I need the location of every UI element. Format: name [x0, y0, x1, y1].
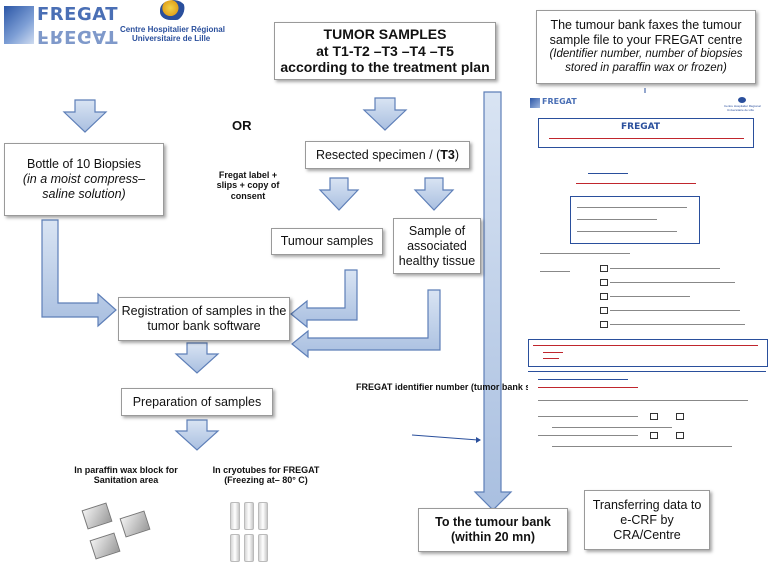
bottle-title: Bottle of 10 Biopsies [27, 157, 141, 171]
to-bank-line-1: To the tumour bank [435, 515, 551, 529]
registration-line-2: tumor bank software [147, 319, 261, 333]
arrow-down-healthy [413, 177, 455, 211]
healthy-line-3: healthy tissue [398, 253, 476, 268]
cryotubes-line-2: (Freezing at– 80° C) [224, 475, 308, 486]
registration-box: Registration of samples in the tumor ban… [118, 297, 290, 341]
cryotubes-note: In cryotubes for FREGAT (Freezing at– 80… [204, 465, 328, 486]
fregat-logo: FREGAT FREGAT [0, 2, 118, 48]
arrow-tumour-to-registration [290, 269, 358, 329]
fregat-logo-reflection: FREGAT [37, 26, 119, 47]
paraffin-note: In paraffin wax block for Sanitation are… [62, 465, 190, 486]
arrow-to-tumour-bank [473, 91, 513, 511]
bottle-box: Bottle of 10 Biopsies (in a moist compre… [4, 143, 164, 216]
arrow-down-resected [362, 97, 408, 131]
chu-logo-text-2: Universitaire de Lille [132, 34, 211, 43]
cryotubes-line-1: In cryotubes for FREGAT [212, 465, 320, 475]
label-note-3: consent [230, 190, 266, 201]
preparation-box: Preparation of samples [121, 388, 273, 416]
resected-specimen-box: Resected specimen / (T3) [305, 141, 470, 169]
tumour-samples-box: Tumour samples [271, 228, 383, 255]
arrow-identifier-to-bank [411, 434, 479, 441]
arrow-down-bottle [62, 99, 108, 133]
arrow-bottle-to-registration [41, 219, 117, 328]
paraffin-line-2: Sanitation area [93, 475, 159, 486]
chu-logo-text-1: Centre Hospitalier Régional [120, 25, 225, 34]
identifier-line-1: FREGAT identifier number [356, 382, 469, 392]
paraffin-blocks-image [80, 500, 160, 562]
form-chu-text-1: Centre Hospitalier Régional [724, 104, 761, 108]
fax-line-2: sample file to your FREGAT centre [549, 33, 743, 48]
healthy-line-2: associated [407, 238, 467, 253]
tumor-samples-plan: according to the treatment plan [280, 59, 490, 76]
fax-details: (Identifier number, number of biopsies s… [549, 48, 743, 74]
resected-t3: T3 [440, 147, 455, 162]
form-header-title: FREGAT [621, 122, 661, 132]
to-tumour-bank-box: To the tumour bank (within 20 mn) [418, 508, 568, 552]
registration-line-1: Registration of samples in the [121, 304, 287, 318]
form-patient-box [570, 196, 700, 244]
label-note-2: slips + copy of [216, 180, 280, 191]
fregat-logo-text: FREGAT [37, 4, 119, 25]
arrow-down-preparation [174, 419, 220, 451]
form-fregat-logo: FREGAT [530, 97, 577, 111]
bottle-details: (in a moist compress–saline solution) [22, 172, 146, 201]
tumor-samples-title: TUMOR SAMPLES [323, 25, 447, 42]
form-header-box: FREGAT [538, 118, 754, 148]
identifier-line-2: (tumor bank software) [470, 382, 566, 392]
transferring-box: Transferring data to e-CRF by CRA/Centre [584, 490, 710, 550]
label-note-1: Fregat label + [218, 170, 278, 180]
cryotubes-image [228, 498, 288, 564]
healthy-line-1: Sample of [408, 223, 466, 238]
paraffin-line-1: In paraffin wax block for [74, 465, 178, 475]
form-chu-text-2: Universitaire de Lille [727, 108, 755, 112]
form-line [588, 173, 628, 174]
to-bank-line-2: (within 20 mn) [450, 530, 536, 544]
form-fregat-logo-text: FREGAT [542, 97, 577, 106]
form-tumor-bank-section [528, 371, 766, 462]
form-anatomy-box [528, 339, 768, 367]
fax-box: The tumour bank faxes the tumour sample … [536, 10, 756, 84]
form-chu-logo: Centre Hospitalier Régional Universitair… [724, 97, 764, 113]
resected-text: Resected specimen / ( [315, 147, 441, 162]
sample-sheet-thumbnail: FREGAT Centre Hospitalier Régional Unive… [528, 93, 768, 463]
fregat-label-note: Fregat label + slips + copy of consent [208, 170, 288, 201]
fax-line-1: The tumour bank faxes the tumour [550, 18, 742, 33]
chu-emblem-icon [160, 0, 186, 20]
form-time-checkboxes [600, 265, 750, 335]
chu-logo: Centre Hospitalier Régional Universitair… [118, 0, 228, 46]
transfer-line-3: CRA/Centre [613, 527, 681, 542]
transfer-line-1: Transferring data to [592, 497, 702, 512]
transfer-line-2: e-CRF by [620, 512, 674, 527]
tumor-samples-times: at T1-T2 –T3 –T4 –T5 [316, 42, 454, 59]
arrow-down-tumour [318, 177, 360, 211]
arrow-down-registration [174, 342, 220, 374]
arrow-healthy-to-registration [291, 289, 441, 359]
healthy-tissue-box: Sample of associated healthy tissue [393, 218, 481, 274]
preparation-label: Preparation of samples [132, 394, 262, 409]
resected-close: ) [454, 147, 460, 162]
or-label: OR [232, 118, 252, 133]
identifier-note: FREGAT identifier number (tumor bank sof… [356, 382, 565, 393]
tumor-samples-box: TUMOR SAMPLES at T1-T2 –T3 –T4 –T5 accor… [274, 22, 496, 80]
tumour-samples-label: Tumour samples [280, 234, 374, 248]
